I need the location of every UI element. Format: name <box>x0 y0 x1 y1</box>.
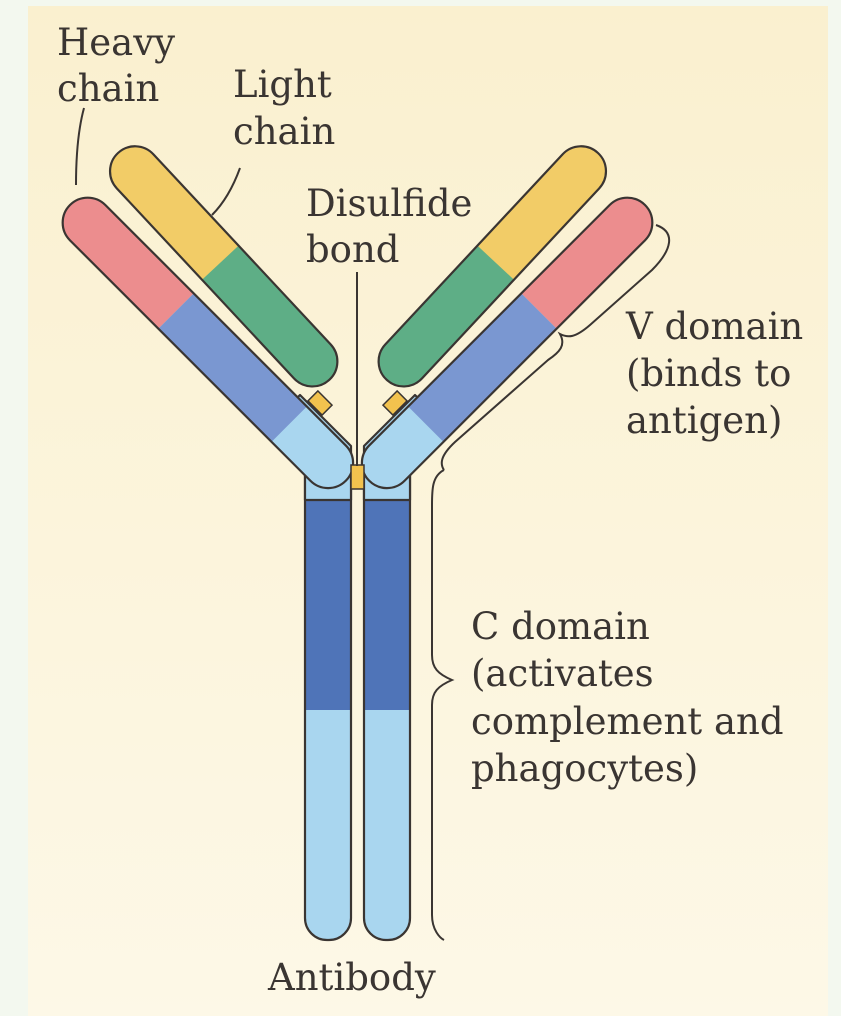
heavy-chain-stem-right <box>364 440 410 940</box>
svg-text:chain: chain <box>233 110 335 153</box>
svg-text:chain: chain <box>57 67 159 110</box>
svg-text:bond: bond <box>306 228 399 271</box>
svg-text:C domain: C domain <box>471 605 650 648</box>
svg-text:antigen): antigen) <box>626 399 782 442</box>
svg-text:(binds to: (binds to <box>626 352 791 395</box>
svg-text:phagocytes): phagocytes) <box>471 747 698 790</box>
disulfide-bond-heavy-heavy <box>351 465 364 489</box>
svg-text:complement and: complement and <box>471 700 784 743</box>
svg-text:Disulfide: Disulfide <box>306 182 472 225</box>
heavy-chain-stem-left <box>305 440 351 940</box>
svg-text:Light: Light <box>233 63 332 106</box>
svg-text:Heavy: Heavy <box>57 21 175 64</box>
antibody-label: Antibody <box>267 956 436 999</box>
svg-text:V domain: V domain <box>625 305 803 348</box>
svg-text:(activates: (activates <box>471 652 654 695</box>
v-domain-label: V domain (binds to antigen) <box>625 305 803 442</box>
